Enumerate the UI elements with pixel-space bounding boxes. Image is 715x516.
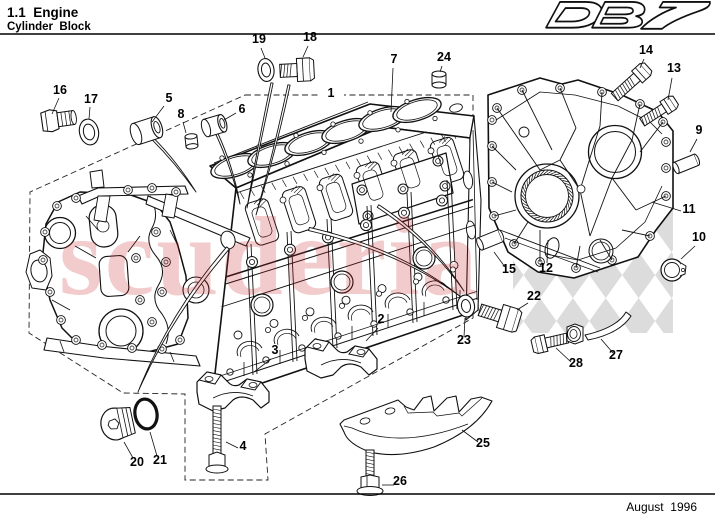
svg-text:1.1 Engine: 1.1 Engine [7, 5, 79, 20]
svg-text:2: 2 [378, 312, 385, 326]
svg-text:4: 4 [240, 439, 247, 453]
svg-text:11: 11 [682, 202, 695, 216]
svg-text:21: 21 [153, 453, 167, 467]
svg-text:13: 13 [667, 61, 681, 75]
svg-text:1: 1 [328, 86, 335, 100]
svg-text:scuderia: scuderia [59, 195, 479, 319]
svg-text:6: 6 [239, 102, 246, 116]
svg-text:17: 17 [84, 92, 98, 106]
svg-text:7: 7 [391, 52, 398, 66]
svg-text:12: 12 [539, 261, 553, 275]
svg-text:19: 19 [252, 32, 266, 46]
svg-text:22: 22 [527, 289, 541, 303]
svg-text:20: 20 [130, 455, 144, 469]
svg-text:Cylinder Block: Cylinder Block [7, 21, 91, 33]
svg-text:August 1996: August 1996 [626, 500, 697, 514]
svg-text:16: 16 [53, 83, 67, 97]
svg-text:14: 14 [639, 43, 653, 57]
svg-text:10: 10 [692, 230, 706, 244]
svg-text:23: 23 [457, 333, 471, 347]
svg-text:9: 9 [696, 123, 703, 137]
svg-text:25: 25 [476, 436, 490, 450]
svg-text:26: 26 [393, 474, 407, 488]
svg-text:8: 8 [178, 107, 185, 121]
svg-text:5: 5 [166, 91, 173, 105]
svg-text:3: 3 [272, 343, 279, 357]
svg-text:24: 24 [437, 50, 451, 64]
svg-text:18: 18 [303, 30, 317, 44]
svg-text:15: 15 [502, 262, 516, 276]
svg-text:27: 27 [609, 348, 623, 362]
svg-text:28: 28 [569, 356, 583, 370]
